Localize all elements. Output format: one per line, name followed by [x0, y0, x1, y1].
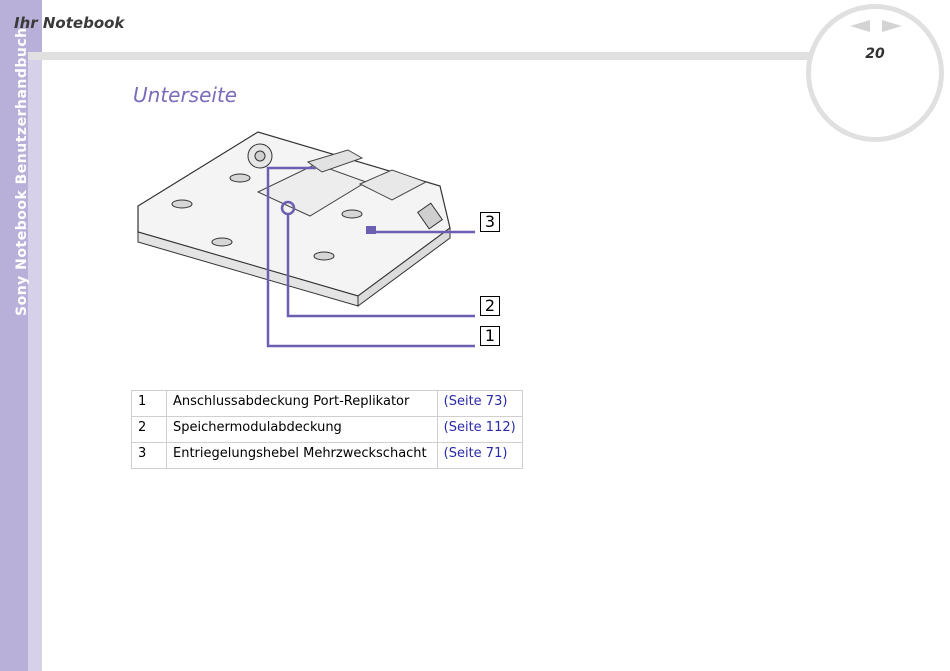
page-link[interactable]: (Seite 71)	[437, 442, 523, 469]
row-number: 1	[131, 390, 167, 417]
section-label: Ihr Notebook	[14, 14, 125, 32]
table-row: 2 Speichermodulabdeckung (Seite 112)	[131, 416, 523, 443]
row-description: Speichermodulabdeckung	[166, 416, 438, 443]
row-description: Entriegelungshebel Mehrzweckschacht	[166, 442, 438, 469]
row-number: 3	[131, 442, 167, 469]
manual-title: Sony Notebook Benutzerhandbuch	[14, 27, 30, 316]
table-row: 1 Anschlussabdeckung Port-Replikator (Se…	[131, 390, 523, 417]
sidebar-accent	[28, 52, 42, 671]
callout-1: 1	[480, 326, 500, 346]
arrow-right-icon[interactable]	[880, 18, 904, 37]
row-number: 2	[131, 416, 167, 443]
legend-table: 1 Anschlussabdeckung Port-Replikator (Se…	[131, 390, 523, 469]
page-title: Unterseite	[133, 83, 238, 107]
callout-3: 3	[480, 212, 500, 232]
table-row: 3 Entriegelungshebel Mehrzweckschacht (S…	[131, 442, 523, 469]
arrow-left-icon[interactable]	[848, 18, 872, 37]
page-link[interactable]: (Seite 73)	[437, 390, 523, 417]
page-number: 20	[865, 46, 885, 62]
header-rule	[28, 52, 818, 60]
row-description: Anschlussabdeckung Port-Replikator	[166, 390, 438, 417]
page-badge	[806, 4, 944, 142]
page-link[interactable]: (Seite 112)	[437, 416, 523, 443]
callout-2: 2	[480, 296, 500, 316]
notebook-underside-diagram: 3 2 1	[130, 124, 510, 354]
